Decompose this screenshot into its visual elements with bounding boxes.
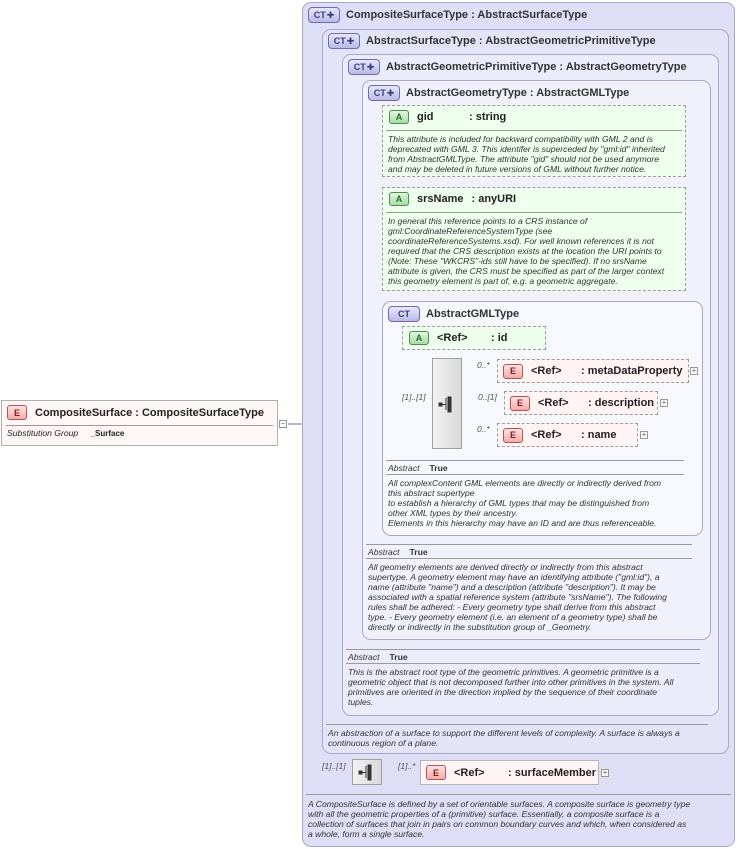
abstract-gml-type-doc: All complexContent GML elements are dire…	[388, 478, 662, 528]
abstract-surface-type-header[interactable]: CT✚ AbstractSurfaceType : AbstractGeomet…	[328, 33, 656, 49]
attribute-icon: A	[409, 331, 429, 345]
attribute-icon: A	[389, 110, 409, 124]
element-description-name: : description	[588, 397, 655, 409]
abstract-geometry-type-header[interactable]: CT✚ AbstractGeometryType : AbstractGMLTy…	[368, 85, 629, 101]
sequence-icon	[358, 764, 372, 781]
element-description-ref: <Ref>	[538, 397, 569, 409]
attribute-id[interactable]: A <Ref> : id	[402, 326, 546, 350]
abstract-geometric-primitive-type-doc: This is the abstract root type of the ge…	[348, 667, 674, 707]
substitution-group-value: _Surface	[90, 429, 125, 438]
sequence-icon	[438, 396, 452, 413]
abstract-gml-type-label: AbstractGMLType	[426, 308, 520, 320]
main-sequence-cardinality: [1]..[1]	[322, 761, 346, 771]
composite-surface-type-divider	[306, 794, 731, 795]
composite-surface-type-header[interactable]: CT✚ CompositeSurfaceType : AbstractSurfa…	[308, 7, 587, 23]
attribute-id-name: : id	[491, 332, 508, 344]
abstract-surface-divider	[326, 724, 708, 725]
main-sequence-box[interactable]	[352, 759, 382, 785]
surface-member-cardinality: [1]..*	[398, 761, 416, 771]
attribute-gid-type: : string	[469, 111, 507, 123]
element-name[interactable]: E <Ref> : name	[497, 423, 638, 447]
abstract-primitive-divider-bottom	[346, 663, 700, 664]
complex-type-icon: CT	[388, 306, 420, 322]
element-name-ref: <Ref>	[531, 429, 562, 441]
element-icon: E	[426, 765, 446, 780]
attribute-srsname-divider	[386, 212, 682, 213]
element-icon: E	[510, 395, 530, 411]
abstract-geometric-primitive-type-label: AbstractGeometricPrimitiveType : Abstrac…	[386, 61, 687, 73]
element-icon: E	[7, 405, 27, 420]
abstract-gml-type-header[interactable]: CT AbstractGMLType	[388, 306, 519, 322]
attribute-srsname-type: : anyURI	[471, 193, 517, 205]
abstract-geometry-type-doc: All geometry elements are derived direct…	[368, 562, 667, 632]
abstract-gml-divider-bottom	[386, 474, 684, 475]
element-meta-data-property[interactable]: E <Ref> : metaDataProperty	[497, 359, 689, 383]
abstract-geometry-divider-top	[366, 544, 692, 545]
abstract-geometric-primitive-type-header[interactable]: CT✚ AbstractGeometricPrimitiveType : Abs…	[348, 59, 687, 75]
expand-surface-member-icon[interactable]: +	[601, 768, 609, 777]
attribute-srsname-name: srsName	[417, 193, 464, 205]
element-meta-data-property-ref: <Ref>	[531, 365, 562, 377]
complex-type-icon: CT✚	[328, 33, 360, 49]
composite-surface-type-label: CompositeSurfaceType : AbstractSurfaceTy…	[346, 9, 588, 21]
attribute-gid-name: gid	[417, 111, 434, 123]
attribute-gid-doc: This attribute is included for backward …	[388, 134, 665, 174]
element-icon: E	[503, 427, 523, 443]
gml-sequence-cardinality: [1]..[1]	[402, 392, 426, 402]
root-element-label: CompositeSurface : CompositeSurfaceType	[35, 406, 265, 419]
element-surface-member-name: : surfaceMember	[508, 766, 597, 779]
composite-surface-type-doc: A CompositeSurface is defined by a set o…	[308, 799, 691, 839]
complex-type-icon: CT✚	[368, 85, 400, 101]
abstract-surface-type-doc: An abstraction of a surface to support t…	[328, 728, 680, 748]
abstract-surface-type-label: AbstractSurfaceType : AbstractGeometricP…	[366, 35, 656, 47]
abstract-gml-divider-top	[386, 460, 684, 461]
description-cardinality: 0..[1]	[478, 392, 497, 402]
attribute-id-ref: <Ref>	[437, 332, 468, 344]
name-cardinality: 0..*	[477, 424, 490, 434]
complex-type-icon: CT✚	[348, 59, 380, 75]
attribute-gid[interactable]: A gid : string	[382, 105, 686, 177]
element-surface-member[interactable]: E <Ref> : surfaceMember	[420, 760, 599, 785]
attribute-gid-divider	[386, 130, 682, 131]
element-icon: E	[503, 363, 523, 379]
substitution-group-label: Substitution Group	[7, 428, 79, 438]
gml-sequence-box[interactable]	[432, 358, 462, 449]
expand-description-icon[interactable]: +	[660, 398, 668, 407]
attribute-srsname-doc: In general this reference points to a CR…	[388, 216, 665, 286]
expand-name-icon[interactable]: +	[640, 430, 648, 439]
attribute-srsname[interactable]: A srsName : anyURI	[382, 187, 686, 291]
abstract-geometry-type-label: AbstractGeometryType : AbstractGMLType	[406, 87, 630, 99]
expand-meta-data-property-icon[interactable]: +	[690, 366, 698, 375]
element-description[interactable]: E <Ref> : description	[504, 391, 658, 415]
root-element-composite-surface[interactable]: E CompositeSurface : CompositeSurfaceTyp…	[1, 400, 278, 446]
element-surface-member-ref: <Ref>	[454, 766, 485, 779]
abstract-geometry-divider-bottom	[366, 558, 692, 559]
abstract-primitive-divider-top	[346, 649, 700, 650]
complex-type-icon: CT✚	[308, 7, 340, 23]
element-name-name: : name	[581, 429, 617, 441]
element-meta-data-property-name: : metaDataProperty	[581, 365, 683, 377]
attribute-icon: A	[389, 192, 409, 206]
meta-data-property-cardinality: 0..*	[477, 360, 490, 370]
collapse-root-icon[interactable]: −	[279, 419, 287, 428]
